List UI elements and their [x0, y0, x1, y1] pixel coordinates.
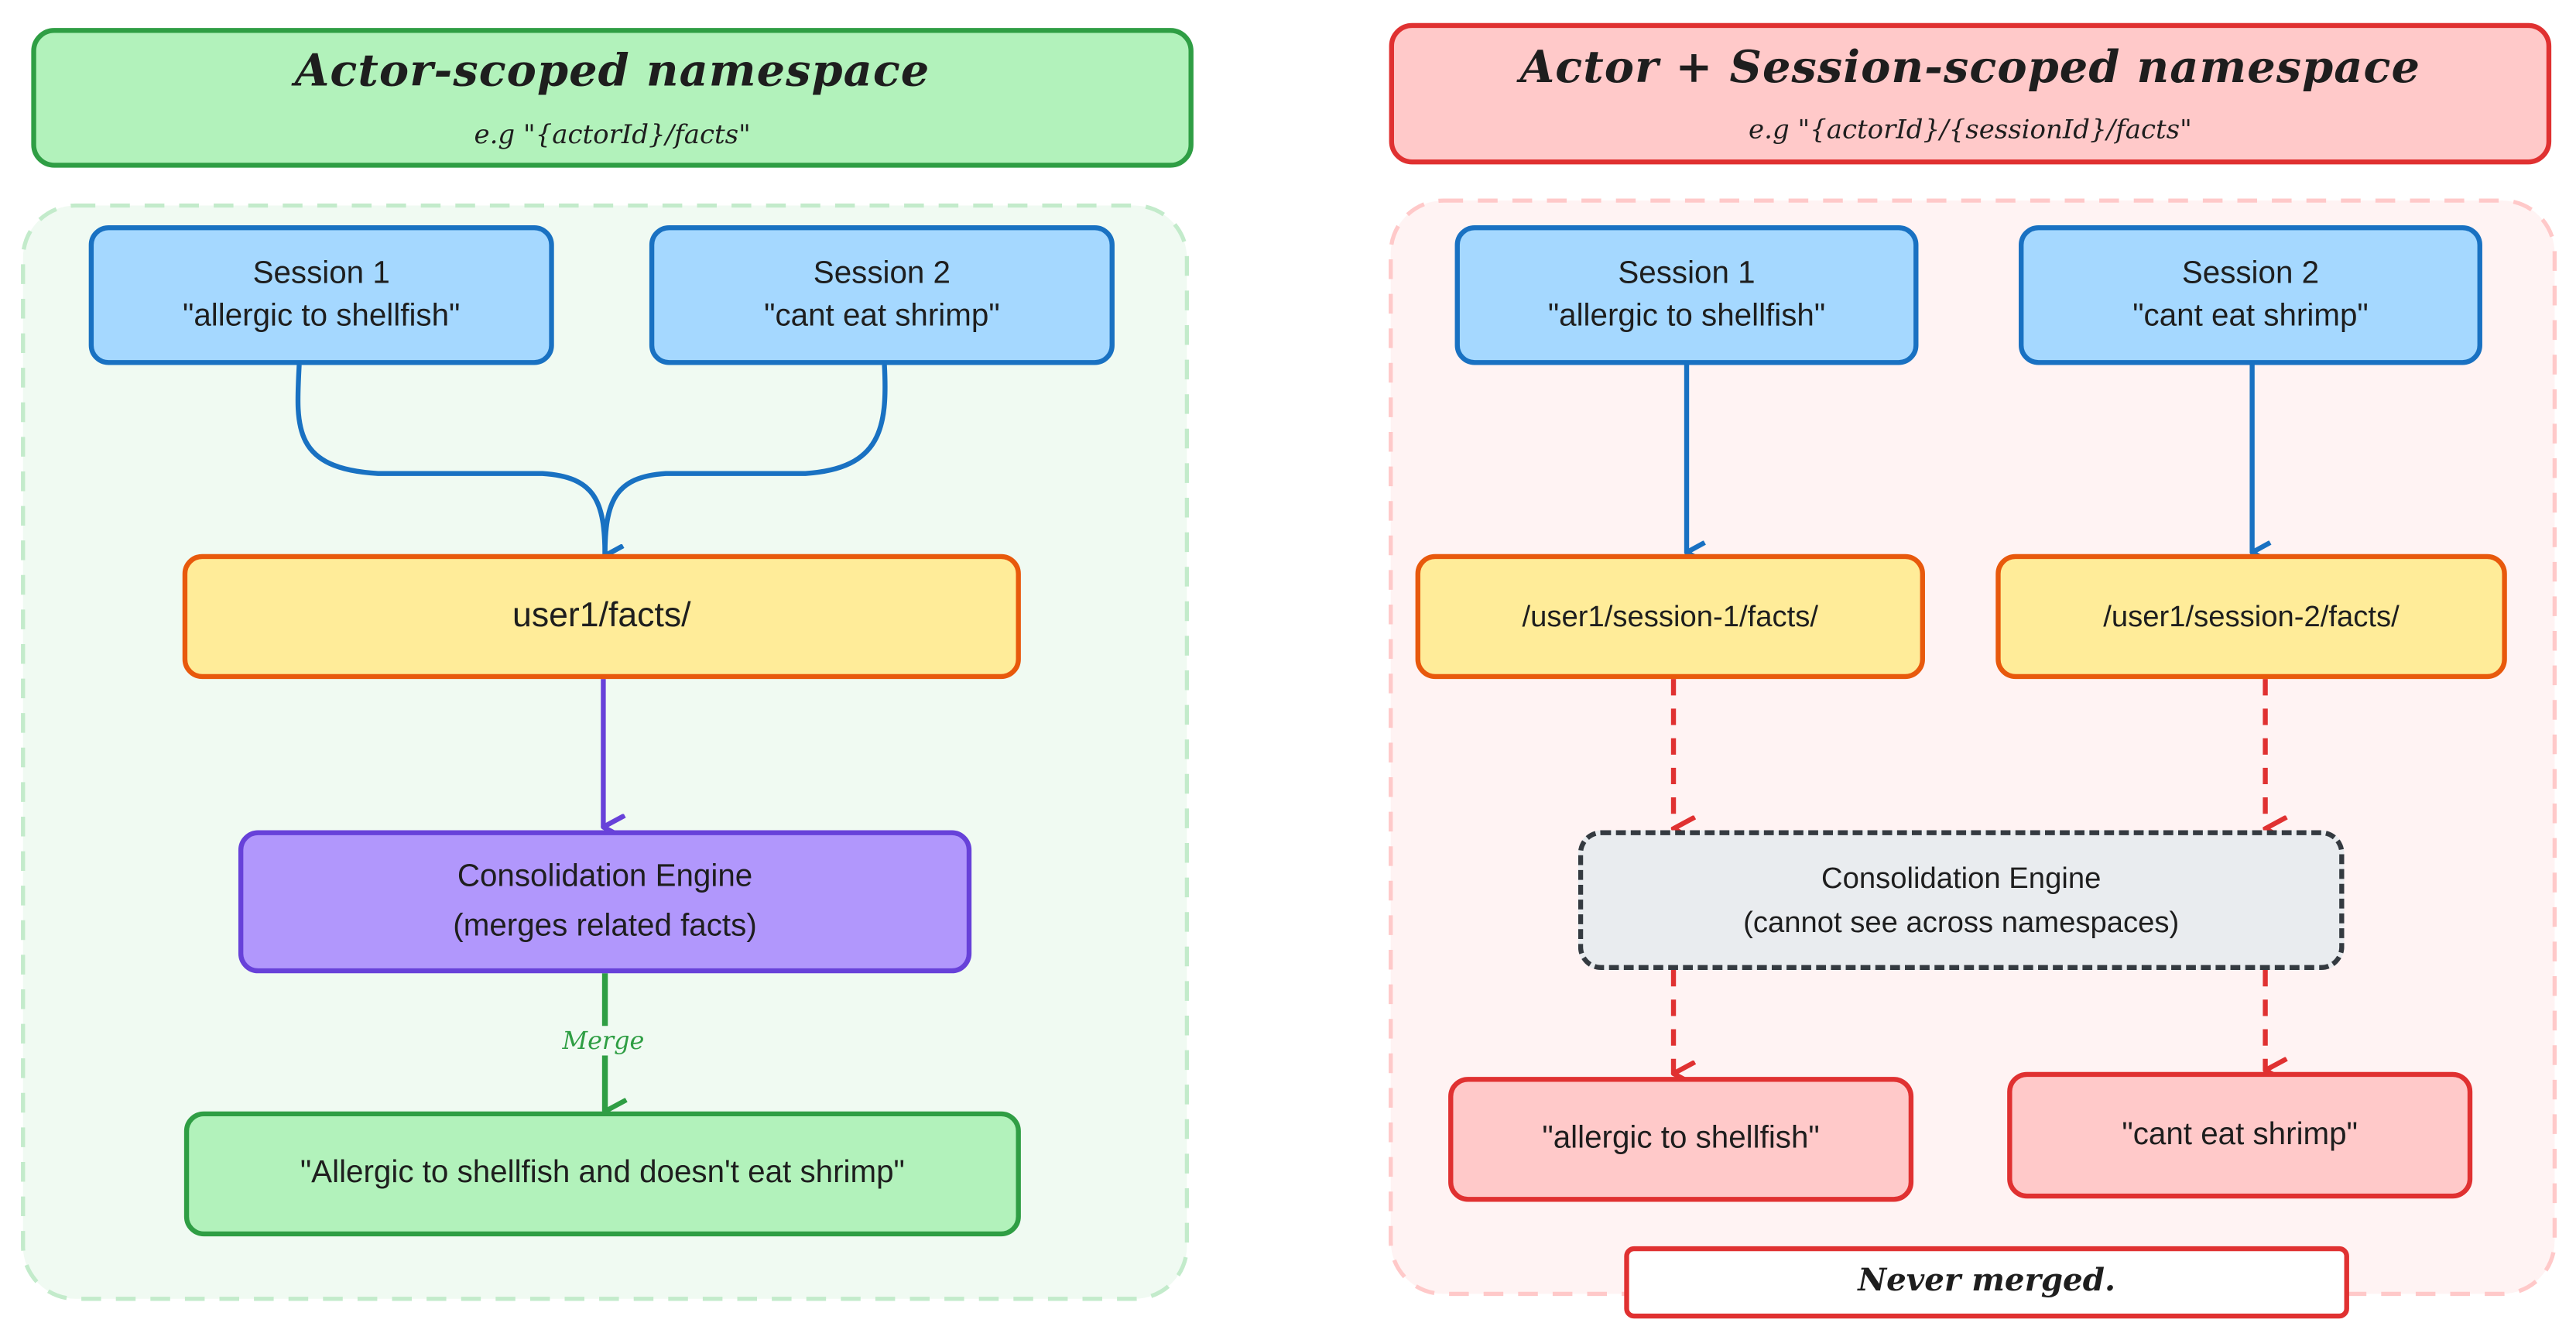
left-engine-title: Consolidation Engine: [457, 859, 753, 895]
right-session1-title: Session 1: [1618, 256, 1756, 291]
connector-session1-to-namespace: [295, 365, 605, 555]
left-header-title: Actor-scoped namespace: [294, 46, 930, 98]
never-merged-note: Never merged.: [1624, 1246, 2349, 1319]
right-result1-text: "allergic to shellfish": [1542, 1121, 1820, 1157]
right-result2-node: "cant eat shrimp": [2007, 1071, 2473, 1199]
right-header: Actor + Session-scoped namespace e.g "{a…: [1389, 22, 2552, 165]
right-header-title: Actor + Session-scoped namespace: [1519, 43, 2421, 94]
right-engine-title: Consolidation Engine: [1821, 862, 2102, 895]
right-namespace2-label: /user1/session-2/facts/: [2103, 599, 2400, 633]
left-result-text: "Allergic to shellfish and doesn't eat s…: [300, 1156, 905, 1191]
left-engine-note: (merges related facts): [453, 908, 757, 943]
never-merged-text: Never merged.: [1858, 1263, 2115, 1300]
right-namespace1-label: /user1/session-1/facts/: [1522, 599, 1819, 633]
left-result-node: "Allergic to shellfish and doesn't eat s…: [183, 1111, 1021, 1237]
right-namespace2-node: /user1/session-2/facts/: [1995, 553, 2507, 680]
right-session2-fact: "cant eat shrimp": [2132, 298, 2369, 334]
left-header: Actor-scoped namespace e.g "{actorId}/fa…: [31, 28, 1194, 168]
merge-edge-label: Merge: [557, 1026, 649, 1056]
right-session2-node: Session 2 "cant eat shrimp": [2019, 224, 2482, 365]
left-session2-node: Session 2 "cant eat shrimp": [649, 224, 1115, 365]
right-result2-text: "cant eat shrimp": [2122, 1117, 2358, 1153]
left-namespace-label: user1/facts/: [512, 596, 691, 635]
right-result1-node: "allergic to shellfish": [1448, 1077, 1914, 1202]
right-session1-fact: "allergic to shellfish": [1547, 298, 1826, 334]
left-session2-title: Session 2: [813, 256, 951, 291]
right-engine-note: (cannot see across namespaces): [1743, 905, 2180, 938]
right-engine-node: Consolidation Engine (cannot see across …: [1577, 830, 2345, 971]
left-session2-fact: "cant eat shrimp": [764, 298, 1000, 334]
right-session2-title: Session 2: [2181, 256, 2320, 291]
left-session1-node: Session 1 "allergic to shellfish": [88, 224, 554, 365]
left-session1-title: Session 1: [252, 256, 390, 291]
connector-session2-to-namespace: [605, 365, 888, 555]
left-header-example: e.g "{actorId}/facts": [474, 118, 751, 150]
left-session1-fact: "allergic to shellfish": [183, 298, 461, 334]
right-namespace1-node: /user1/session-1/facts/: [1415, 553, 1925, 680]
right-header-example: e.g "{actorId}/{sessionId}/facts": [1749, 114, 2192, 146]
right-session1-node: Session 1 "allergic to shellfish": [1454, 224, 1919, 365]
left-engine-node: Consolidation Engine (merges related fac…: [238, 830, 972, 974]
left-namespace-node: user1/facts/: [182, 553, 1021, 680]
